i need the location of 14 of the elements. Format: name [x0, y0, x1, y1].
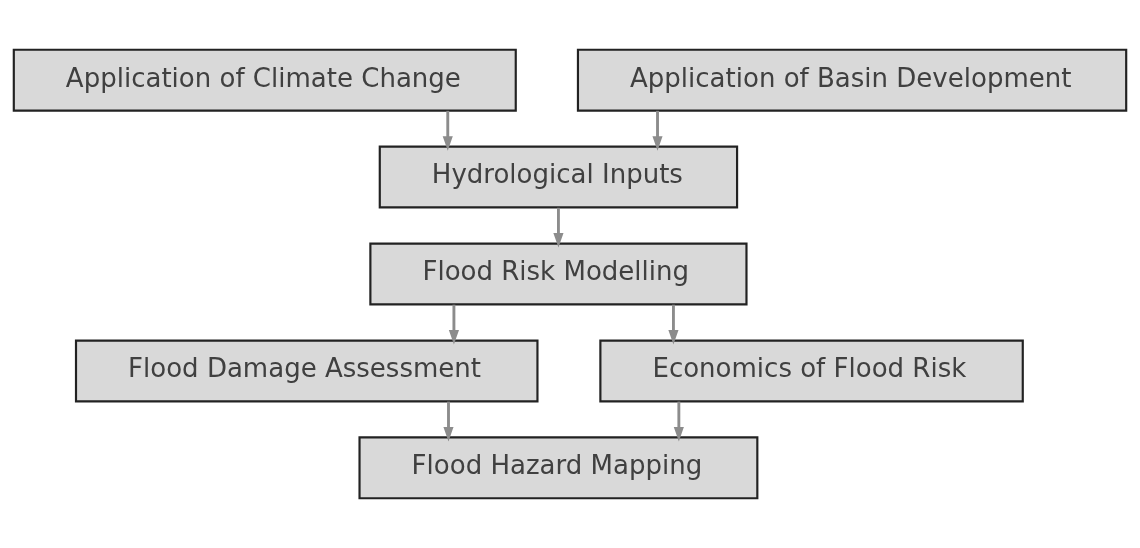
- arrow: [448, 304, 459, 345]
- node-box: Application of Climate Change: [12, 48, 517, 112]
- node-box: Economics of Flood Risk: [599, 339, 1024, 403]
- arrow: [443, 401, 454, 442]
- arrow: [553, 207, 564, 248]
- arrow: [652, 110, 663, 151]
- node-box: Flood Damage Assessment: [74, 339, 539, 403]
- node-box: Flood Risk Modelling: [369, 242, 748, 306]
- node-box: Application of Basin Development: [576, 48, 1128, 112]
- arrow: [668, 304, 679, 345]
- arrow: [673, 401, 684, 442]
- arrow: [442, 110, 453, 151]
- node-box: Flood Hazard Mapping: [358, 436, 759, 500]
- node-box: Hydrological Inputs: [378, 145, 739, 209]
